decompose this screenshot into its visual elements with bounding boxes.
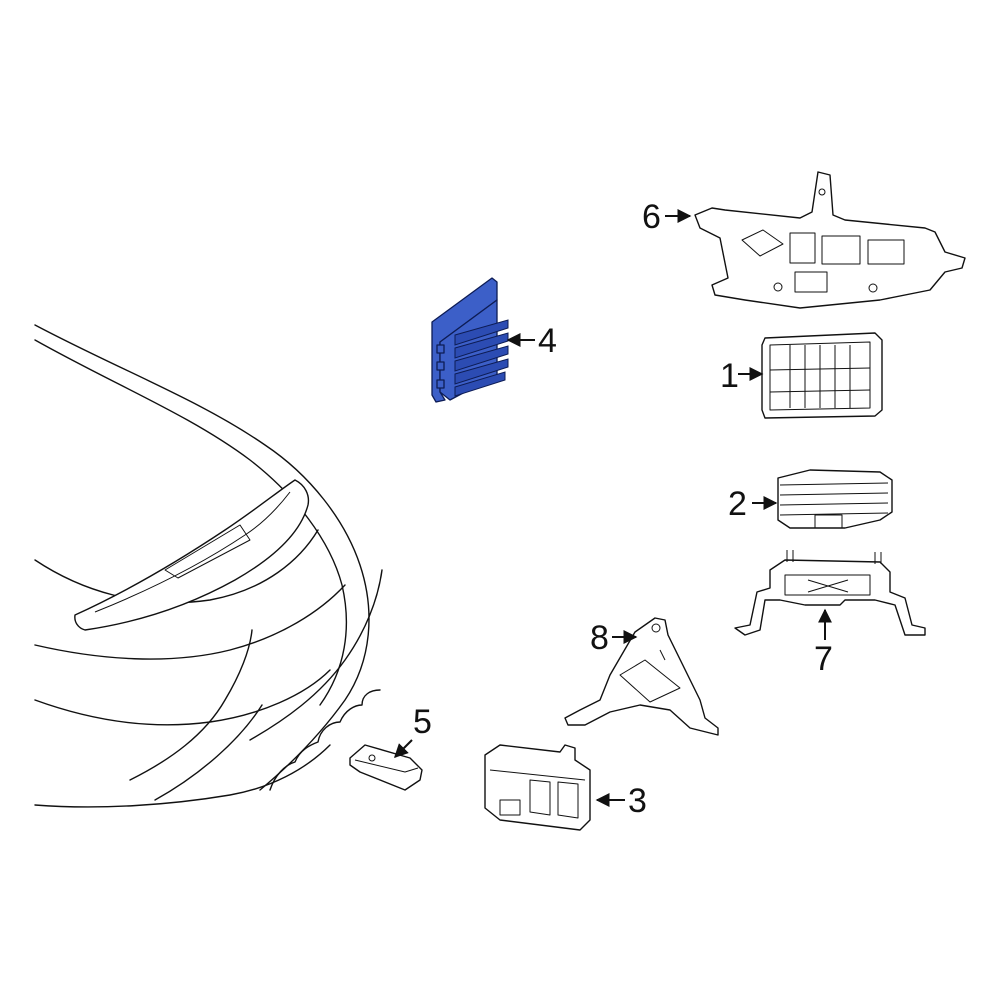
callout-6: 6 bbox=[642, 198, 661, 236]
part-4-module-highlighted[interactable] bbox=[431, 277, 509, 403]
vehicle-front-outline bbox=[34, 324, 383, 808]
part-1-module[interactable] bbox=[761, 332, 883, 419]
part-7-bracket[interactable] bbox=[734, 550, 926, 636]
callout-1: 1 bbox=[720, 357, 739, 395]
callout-arrows bbox=[394, 209, 832, 807]
part-6-bracket[interactable] bbox=[694, 171, 966, 309]
part-8-bracket[interactable] bbox=[564, 617, 719, 736]
part-3-module[interactable] bbox=[484, 744, 591, 831]
callout-2: 2 bbox=[728, 485, 747, 523]
callout-7: 7 bbox=[814, 640, 833, 678]
callout-5: 5 bbox=[413, 703, 432, 741]
part-2-module[interactable] bbox=[777, 469, 893, 529]
callout-8: 8 bbox=[590, 619, 609, 657]
callout-4: 4 bbox=[538, 322, 557, 360]
callout-labels: 6 1 2 7 4 8 5 3 bbox=[413, 198, 833, 820]
part-5-module[interactable] bbox=[349, 744, 423, 791]
callout-3: 3 bbox=[628, 782, 647, 820]
arrow-5 bbox=[394, 739, 413, 758]
